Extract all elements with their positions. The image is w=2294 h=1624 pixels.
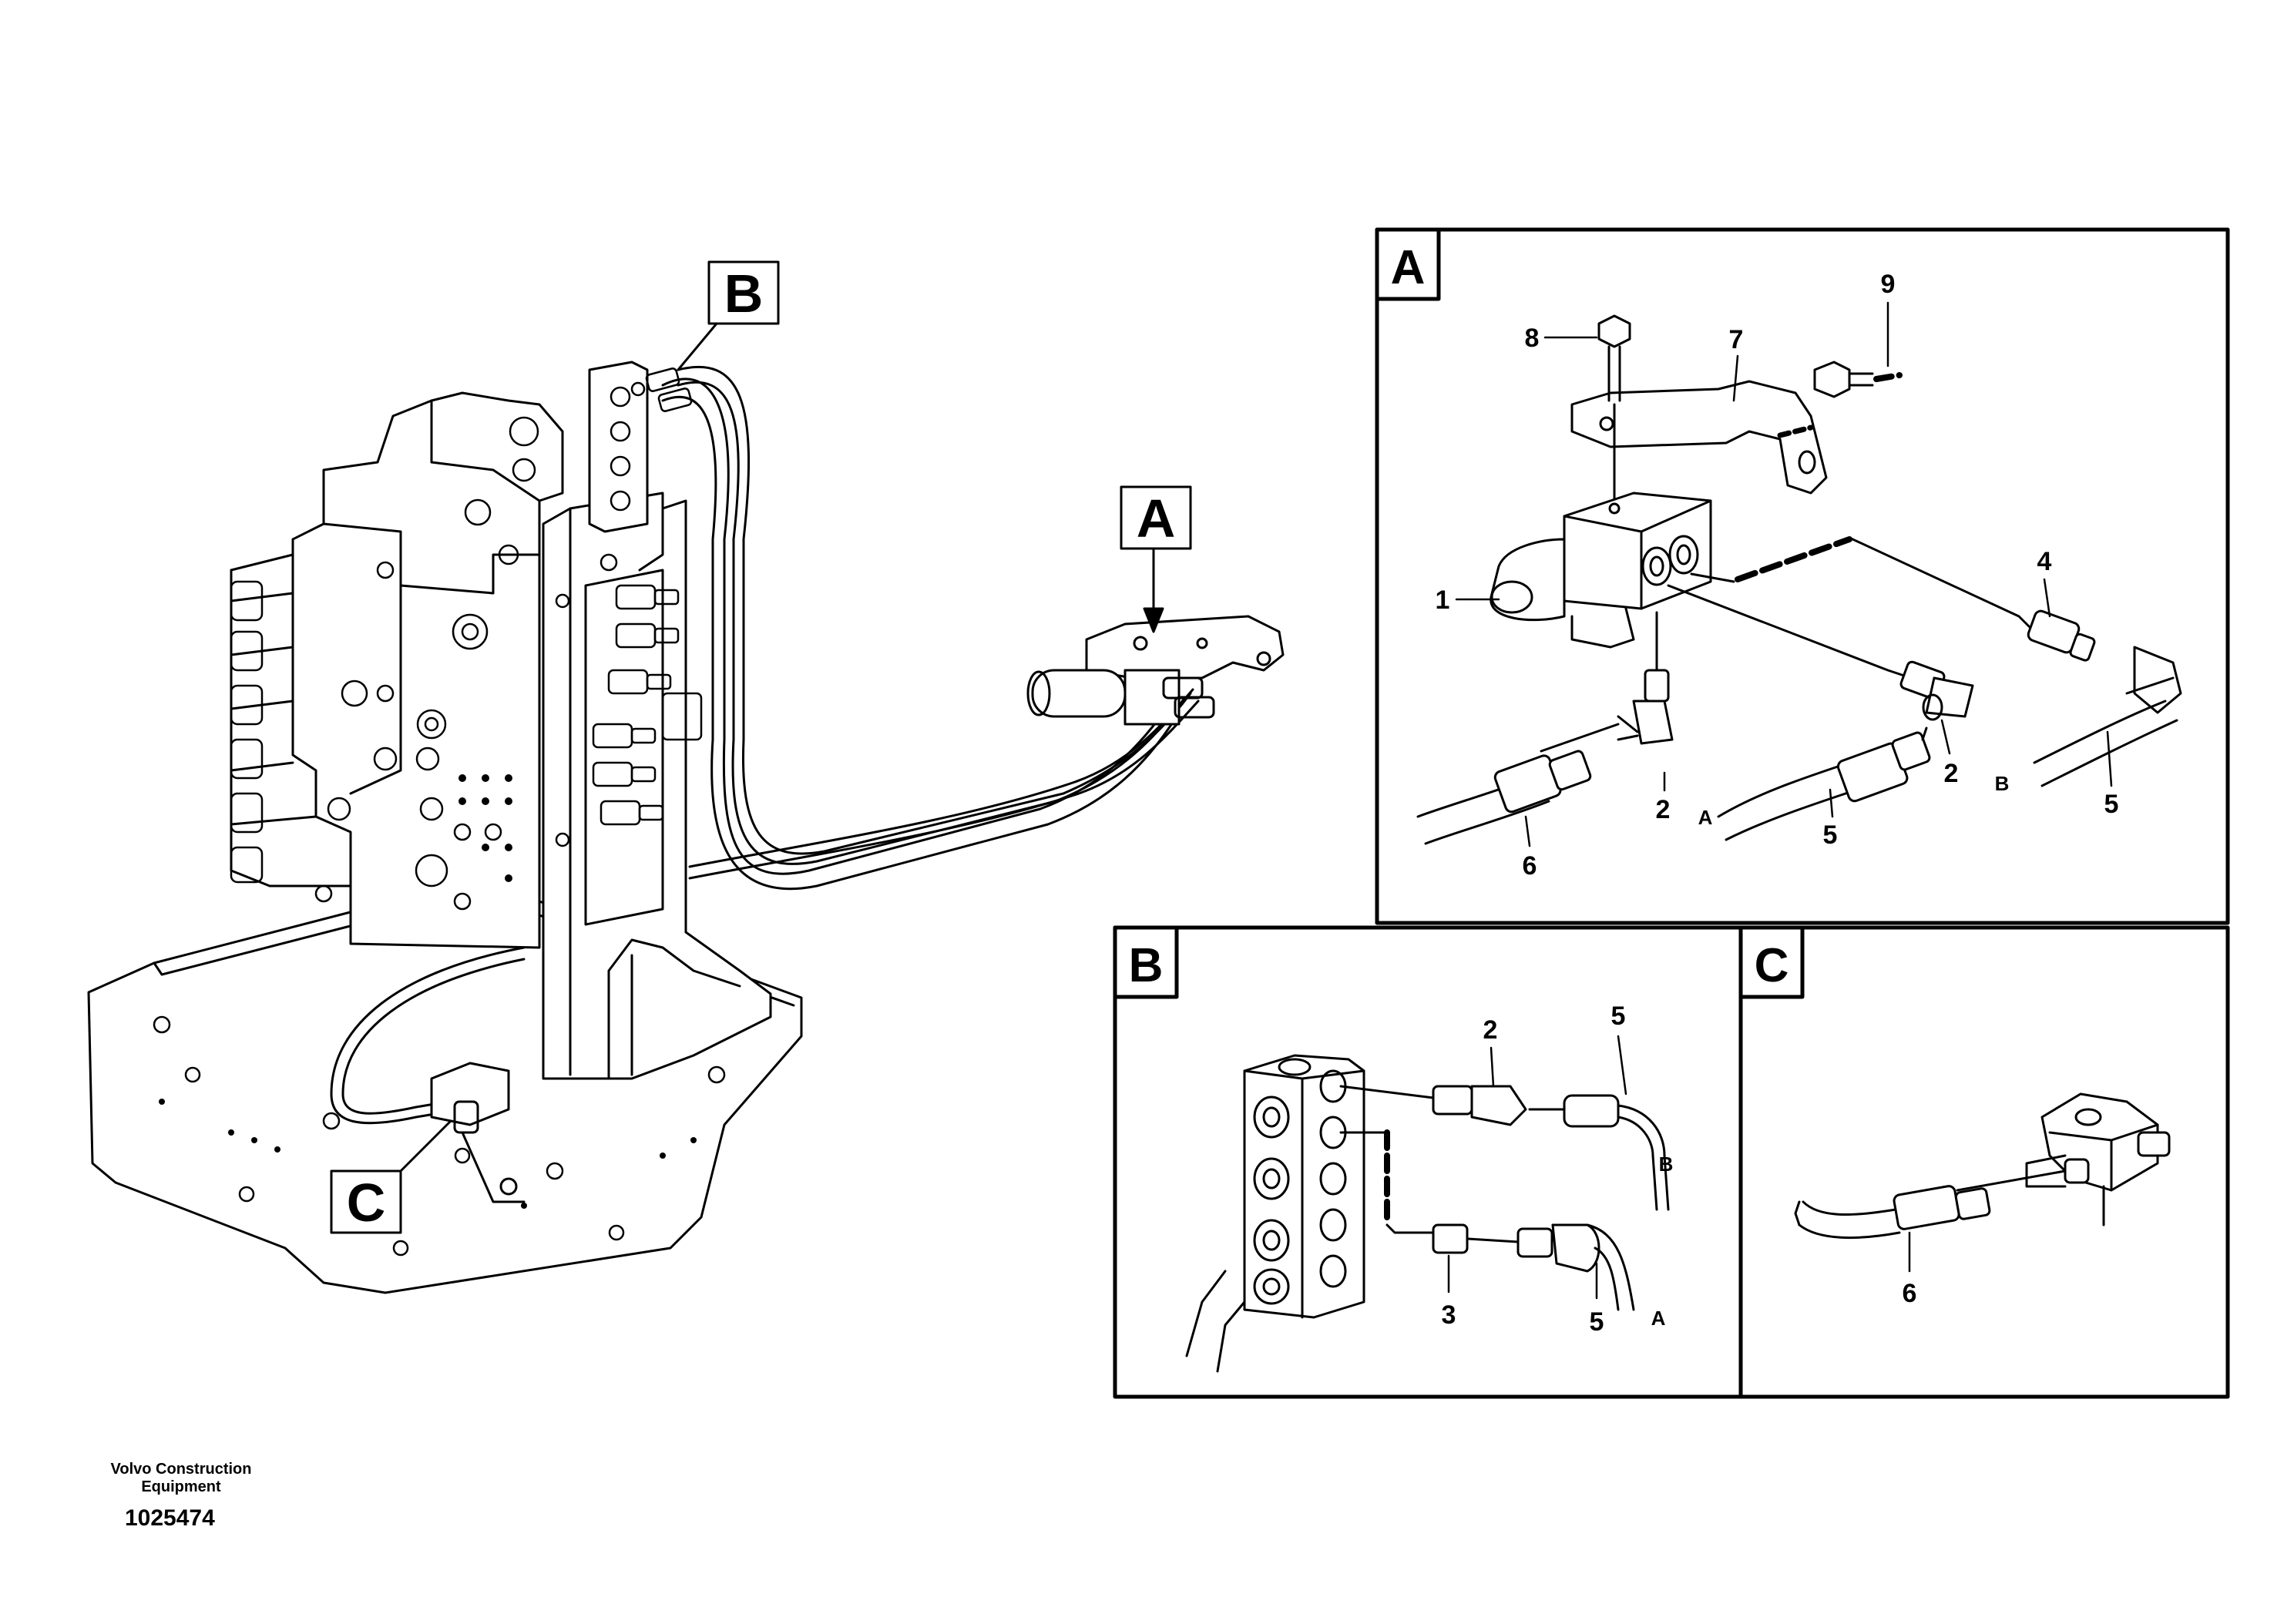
company-line-2: Equipment xyxy=(141,1478,221,1495)
drawing-number: 1025474 xyxy=(125,1505,215,1531)
callout-c-label: C xyxy=(347,1173,386,1233)
leader-lines xyxy=(1447,301,2113,1300)
item-label-6: 6 xyxy=(1903,1279,1917,1308)
panel-c-title: C xyxy=(1755,939,1789,992)
item-label-1: 1 xyxy=(1436,586,1450,615)
item-label-3: 3 xyxy=(1442,1300,1456,1330)
item-label-9: 9 xyxy=(1881,270,1896,299)
callout-a-label: A xyxy=(1137,488,1176,549)
valve-a-mini xyxy=(1026,615,1285,726)
panel-b xyxy=(1113,925,1743,1399)
hose-loop-c xyxy=(330,946,526,1203)
panel-a-labels: A 1 2 2 4 5 5 6 7 8 9 A B xyxy=(1391,241,2119,881)
panel-b-content xyxy=(1185,1054,1670,1373)
panel-a-title: A xyxy=(1391,241,1426,294)
panel-c-labels: C 6 xyxy=(1755,939,1917,1308)
item-label-8: 8 xyxy=(1525,324,1540,353)
hose-end-label-b: B xyxy=(1995,772,2010,795)
hose-end-label-b: B xyxy=(1659,1153,1674,1176)
item-label-2: 2 xyxy=(1944,759,1959,788)
callout-b-label: B xyxy=(724,263,764,324)
item-label-5: 5 xyxy=(1611,1002,1626,1031)
company-name: Volvo Construction Equipment xyxy=(85,1461,277,1496)
item-label-5: 5 xyxy=(2104,790,2119,819)
callout-b-box xyxy=(677,260,780,371)
item-label-5: 5 xyxy=(1823,820,1838,850)
panel-b-title: B xyxy=(1129,939,1164,992)
item-label-7: 7 xyxy=(1729,325,1744,354)
hose-end-label-a: A xyxy=(1651,1307,1666,1330)
callout-a-box xyxy=(1120,485,1192,633)
hose-end-label-a: A xyxy=(1698,806,1713,829)
item-label-4: 4 xyxy=(2037,547,2052,576)
panel-a-content xyxy=(1416,314,2182,845)
main-assembly xyxy=(87,361,1285,1294)
hose-bundle xyxy=(661,365,1200,891)
manifold-block xyxy=(588,361,649,533)
main-callout-labels: B A C xyxy=(347,263,1176,1233)
company-line-1: Volvo Construction xyxy=(110,1461,252,1478)
panel-c-content xyxy=(1794,1092,2171,1240)
control-valve xyxy=(291,391,564,949)
item-label-2: 2 xyxy=(1656,795,1671,824)
item-label-6: 6 xyxy=(1523,851,1537,881)
panel-a xyxy=(1375,227,2230,925)
panel-c xyxy=(1738,925,2230,1399)
item-label-5: 5 xyxy=(1590,1307,1604,1337)
callout-c-box xyxy=(330,1119,452,1234)
item-label-2: 2 xyxy=(1483,1015,1498,1045)
panel-b-labels: B 2 3 5 5 B A xyxy=(1129,939,1674,1337)
